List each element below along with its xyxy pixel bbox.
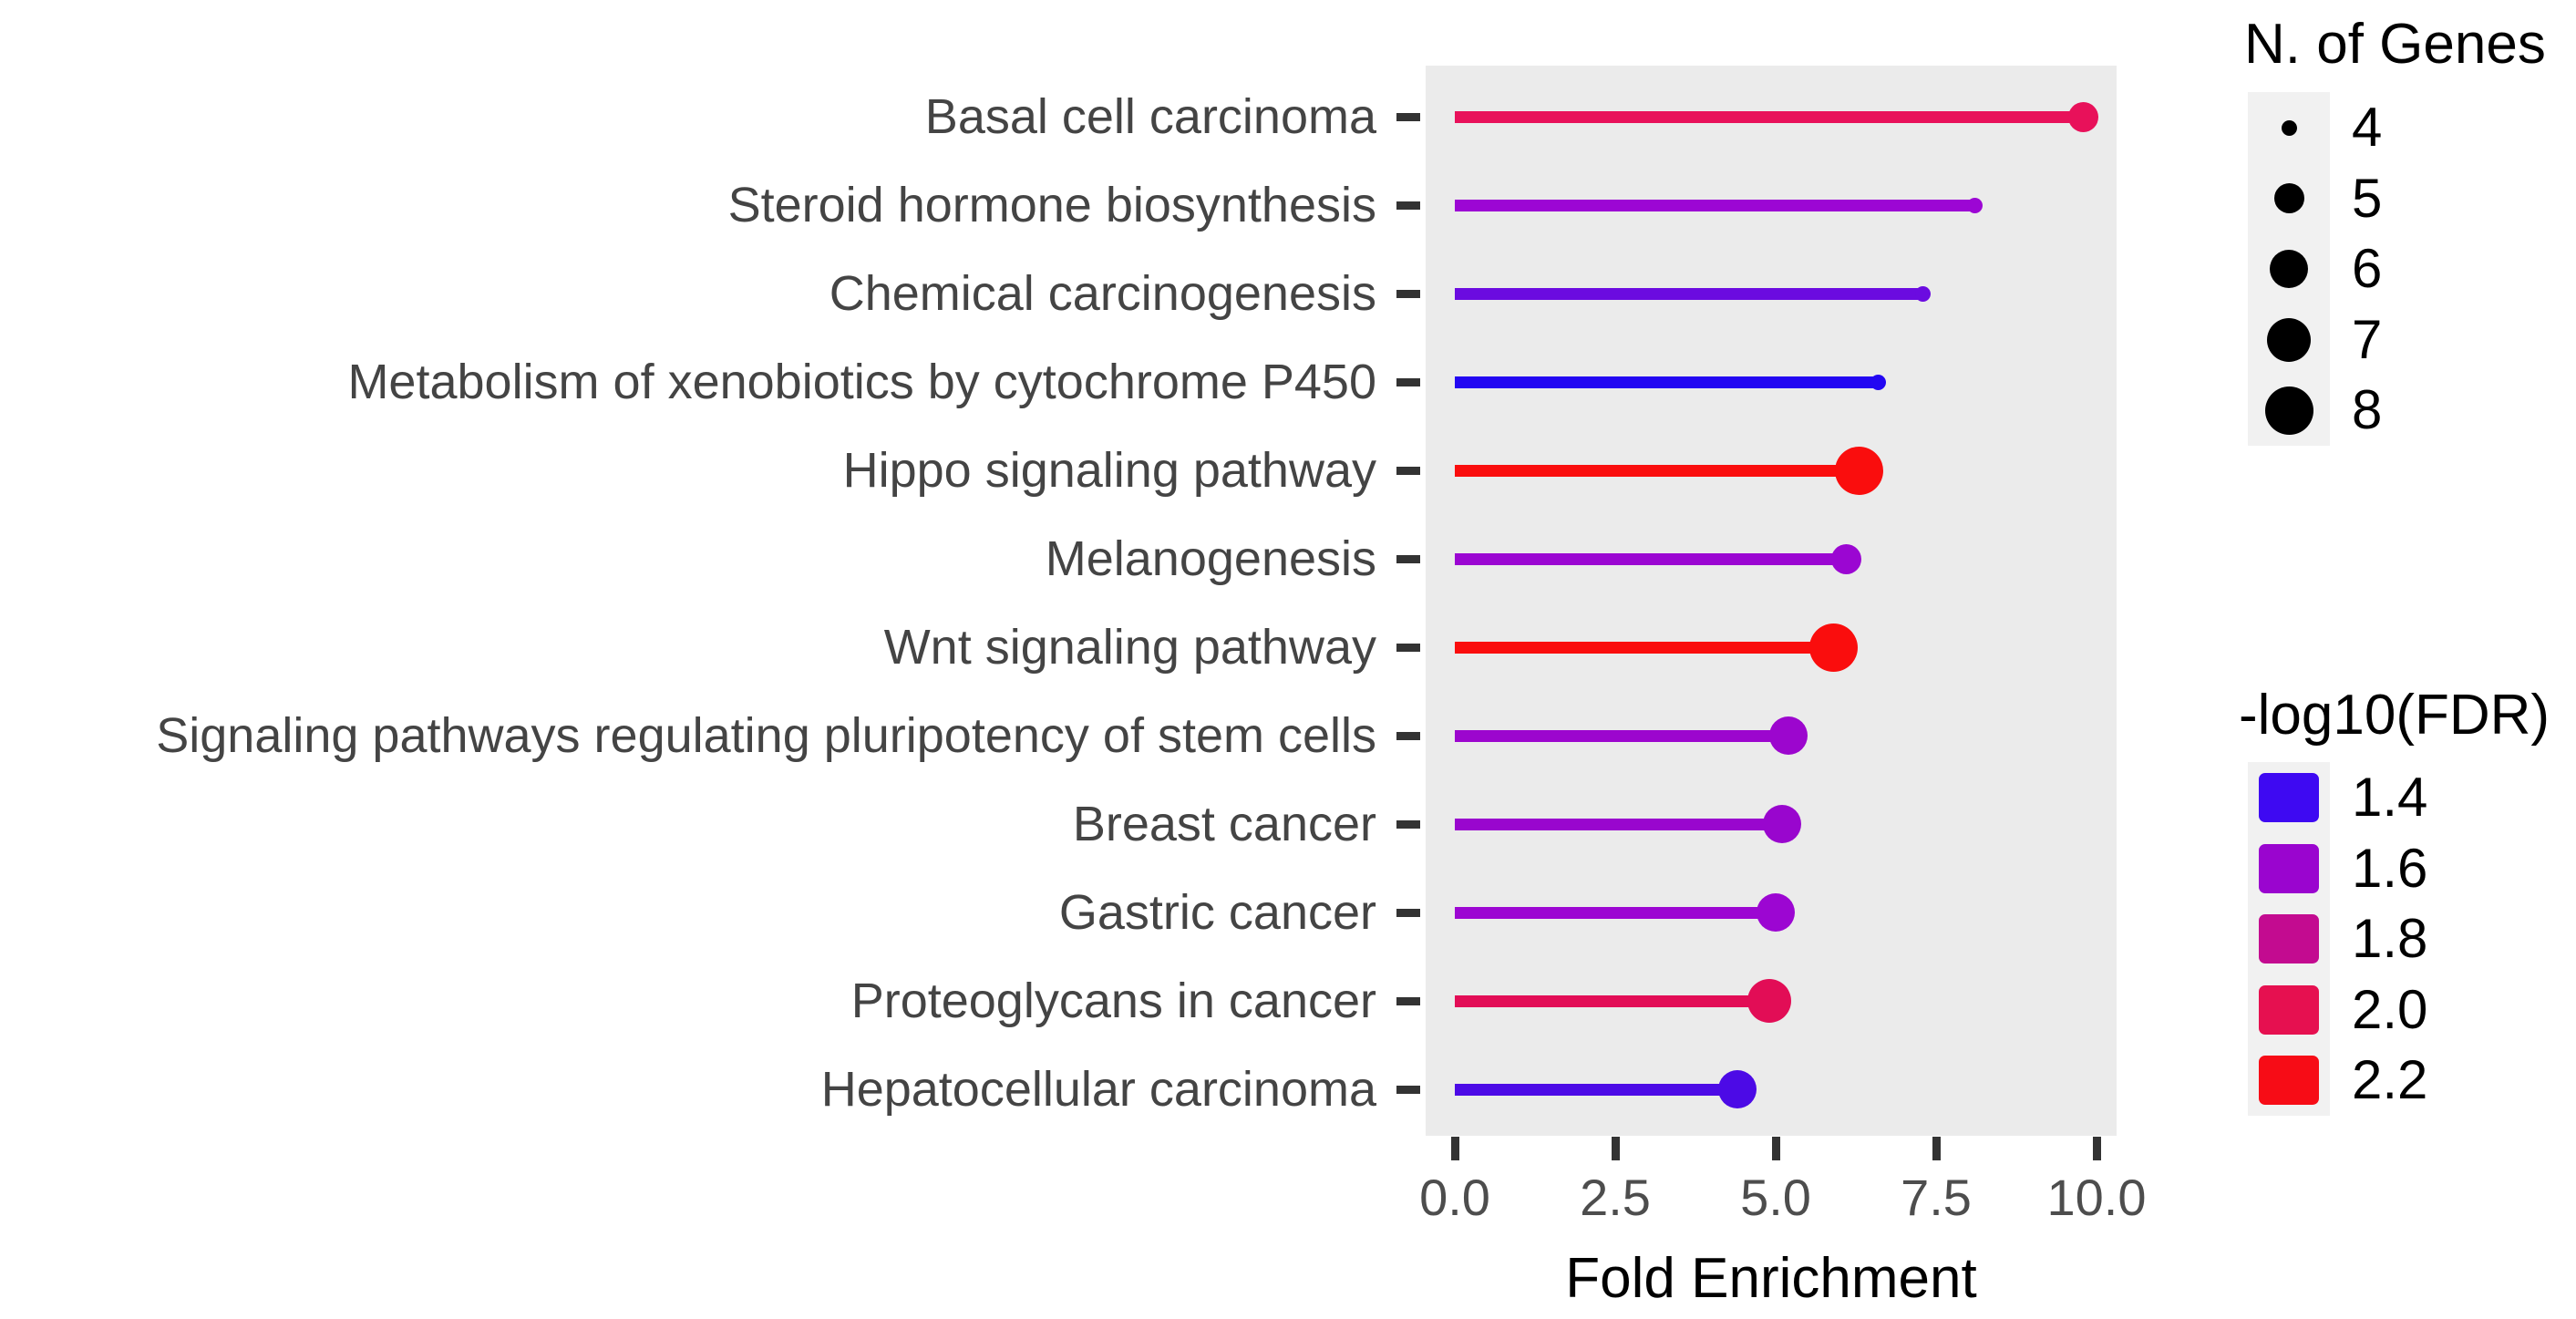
size-legend-dot	[2281, 119, 2297, 136]
lollipop-line	[1455, 465, 1860, 477]
size-legend-label: 7	[2352, 308, 2383, 370]
lollipop-dot	[1747, 979, 1791, 1023]
color-legend-swatch	[2259, 1056, 2319, 1105]
category-label: Basal cell carcinoma	[924, 89, 1376, 144]
size-legend-dot	[2273, 183, 2304, 213]
category-label: Wnt signaling pathway	[883, 620, 1376, 675]
lollipop-line	[1455, 995, 1769, 1007]
x-axis-tick	[1451, 1137, 1459, 1160]
category-label: Gastric cancer	[1058, 885, 1376, 940]
category-label: Metabolism of xenobiotics by cytochrome …	[347, 355, 1376, 409]
y-axis-tick	[1396, 290, 1420, 298]
size-legend-dot	[2264, 386, 2313, 435]
size-legend-label: 4	[2352, 97, 2383, 158]
category-label: Proteoglycans in cancer	[850, 974, 1376, 1028]
y-axis-tick	[1396, 378, 1420, 386]
lollipop-dot	[1717, 1070, 1757, 1108]
y-axis-tick	[1396, 555, 1420, 563]
size-legend-label: 5	[2352, 167, 2383, 229]
category-label: Signaling pathways regulating pluripoten…	[156, 708, 1376, 763]
lollipop-line	[1455, 642, 1834, 654]
lollipop-line	[1455, 1084, 1737, 1096]
lollipop-dot	[1763, 805, 1802, 843]
category-label: Steroid hormone biosynthesis	[727, 178, 1376, 232]
lollipop-dot	[1870, 374, 1887, 390]
y-axis-tick	[1396, 644, 1420, 652]
x-axis-title: Fold Enrichment	[1565, 1247, 1977, 1310]
color-legend-label: 2.2	[2352, 1049, 2428, 1110]
y-axis-tick	[1396, 820, 1420, 829]
color-legend-swatch	[2259, 773, 2319, 822]
lollipop-dot	[2068, 101, 2099, 132]
lollipop-line	[1455, 819, 1783, 830]
color-legend-label: 2.0	[2352, 978, 2428, 1040]
y-axis-tick	[1396, 997, 1420, 1005]
lollipop-dot	[1966, 197, 1983, 213]
lollipop-line	[1455, 553, 1847, 565]
lollipop-line	[1455, 907, 1776, 919]
color-legend-label: 1.4	[2352, 767, 2428, 828]
size-legend-title: N. of Genes	[2244, 13, 2546, 76]
y-axis-tick	[1396, 113, 1420, 121]
x-axis-tick	[1772, 1137, 1780, 1160]
lollipop-dot	[1915, 285, 1932, 302]
lollipop-dot	[1835, 446, 1884, 495]
category-label: Hippo signaling pathway	[842, 443, 1376, 498]
y-axis-tick	[1396, 467, 1420, 475]
x-axis-tick	[1612, 1137, 1620, 1160]
lollipop-dot	[1769, 716, 1808, 755]
color-legend-label: 1.8	[2352, 908, 2428, 969]
x-axis-tick-label: 2.5	[1580, 1169, 1651, 1226]
x-axis-tick	[2093, 1137, 2101, 1160]
lollipop-dot	[1808, 623, 1858, 672]
category-label: Breast cancer	[1072, 797, 1376, 851]
lollipop-line	[1455, 200, 1975, 211]
plot-panel	[1426, 66, 2117, 1136]
size-legend-dot	[2270, 250, 2308, 288]
y-axis-tick	[1396, 1086, 1420, 1094]
color-legend-label: 1.6	[2352, 837, 2428, 899]
lollipop-line	[1455, 111, 2084, 123]
category-label: Melanogenesis	[1045, 531, 1376, 586]
color-legend-swatch	[2259, 843, 2319, 893]
x-axis-tick-label: 0.0	[1419, 1169, 1490, 1226]
size-legend-label: 8	[2352, 379, 2383, 440]
x-axis-tick-label: 7.5	[1901, 1169, 1972, 1226]
color-legend-title: -log10(FDR)	[2239, 684, 2550, 747]
color-legend-swatch	[2259, 914, 2319, 963]
size-legend-dot	[2267, 317, 2311, 362]
lollipop-line	[1455, 376, 1879, 388]
y-axis-tick	[1396, 732, 1420, 740]
lollipop-line	[1455, 730, 1789, 742]
color-legend-swatch	[2259, 984, 2319, 1035]
y-axis-tick	[1396, 201, 1420, 210]
x-axis-tick-label: 5.0	[1740, 1169, 1811, 1226]
y-axis-tick	[1396, 909, 1420, 917]
lollipop-line	[1455, 288, 1923, 300]
category-label: Hepatocellular carcinoma	[820, 1062, 1376, 1117]
x-axis-tick-label: 10.0	[2046, 1169, 2147, 1226]
lollipop-dot	[1757, 893, 1795, 932]
lollipop-dot	[1830, 543, 1861, 574]
size-legend-label: 6	[2352, 238, 2383, 299]
category-label: Chemical carcinogenesis	[829, 266, 1376, 321]
x-axis-tick	[1932, 1137, 1941, 1160]
